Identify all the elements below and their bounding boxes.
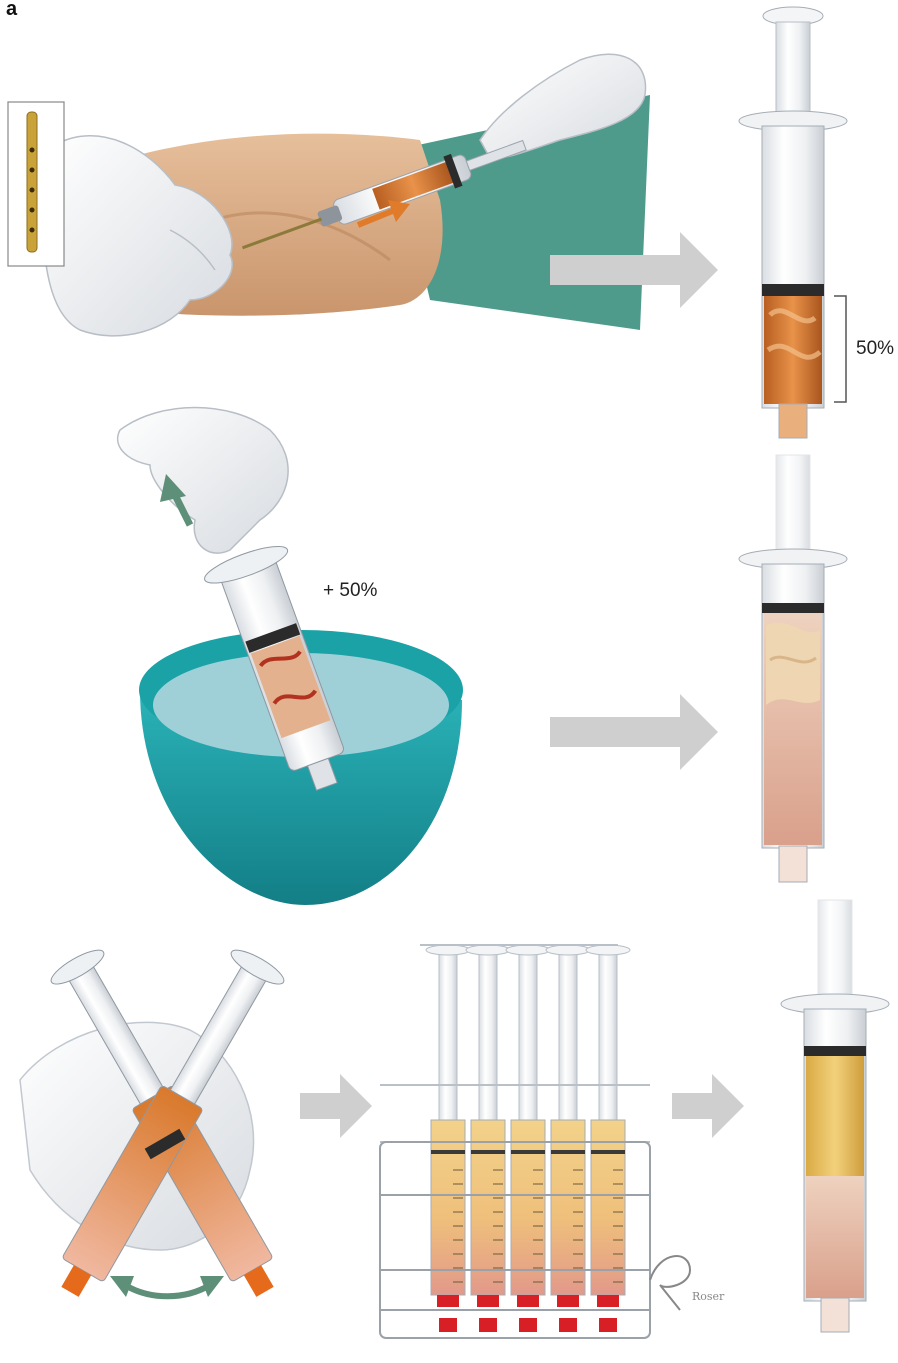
flow-arrow-icon [300, 1074, 372, 1138]
rack-syringe [426, 945, 470, 1332]
flow-arrow-icon [550, 694, 718, 770]
harvest-cannula-icon [27, 112, 37, 252]
wash-scene [118, 408, 463, 906]
rack-syringe [586, 945, 630, 1332]
emulsify-scene [20, 944, 291, 1307]
syringe-icon [739, 455, 847, 882]
panel-label: a [6, 0, 17, 21]
fill-fraction-label: 50% [856, 338, 894, 360]
syringe-icon [781, 900, 889, 1332]
rack-syringe [546, 945, 590, 1332]
flow-arrow-icon [672, 1074, 744, 1138]
pulling-glove [118, 408, 288, 554]
mixing-direction-arrow [110, 1276, 224, 1297]
test-tube-rack-icon [380, 945, 650, 1338]
rack-syringe [466, 945, 510, 1332]
cannula-inset [8, 102, 64, 266]
rack-syringes [380, 945, 650, 1332]
artist-signature: Roser [650, 1256, 725, 1310]
rack-syringe [506, 945, 550, 1332]
syringe-icon [739, 7, 847, 438]
harvest-scene [8, 54, 650, 336]
bracket-icon [834, 296, 846, 402]
svg-text:Roser: Roser [692, 1290, 725, 1303]
added-fraction-label: + 50% [323, 580, 377, 602]
